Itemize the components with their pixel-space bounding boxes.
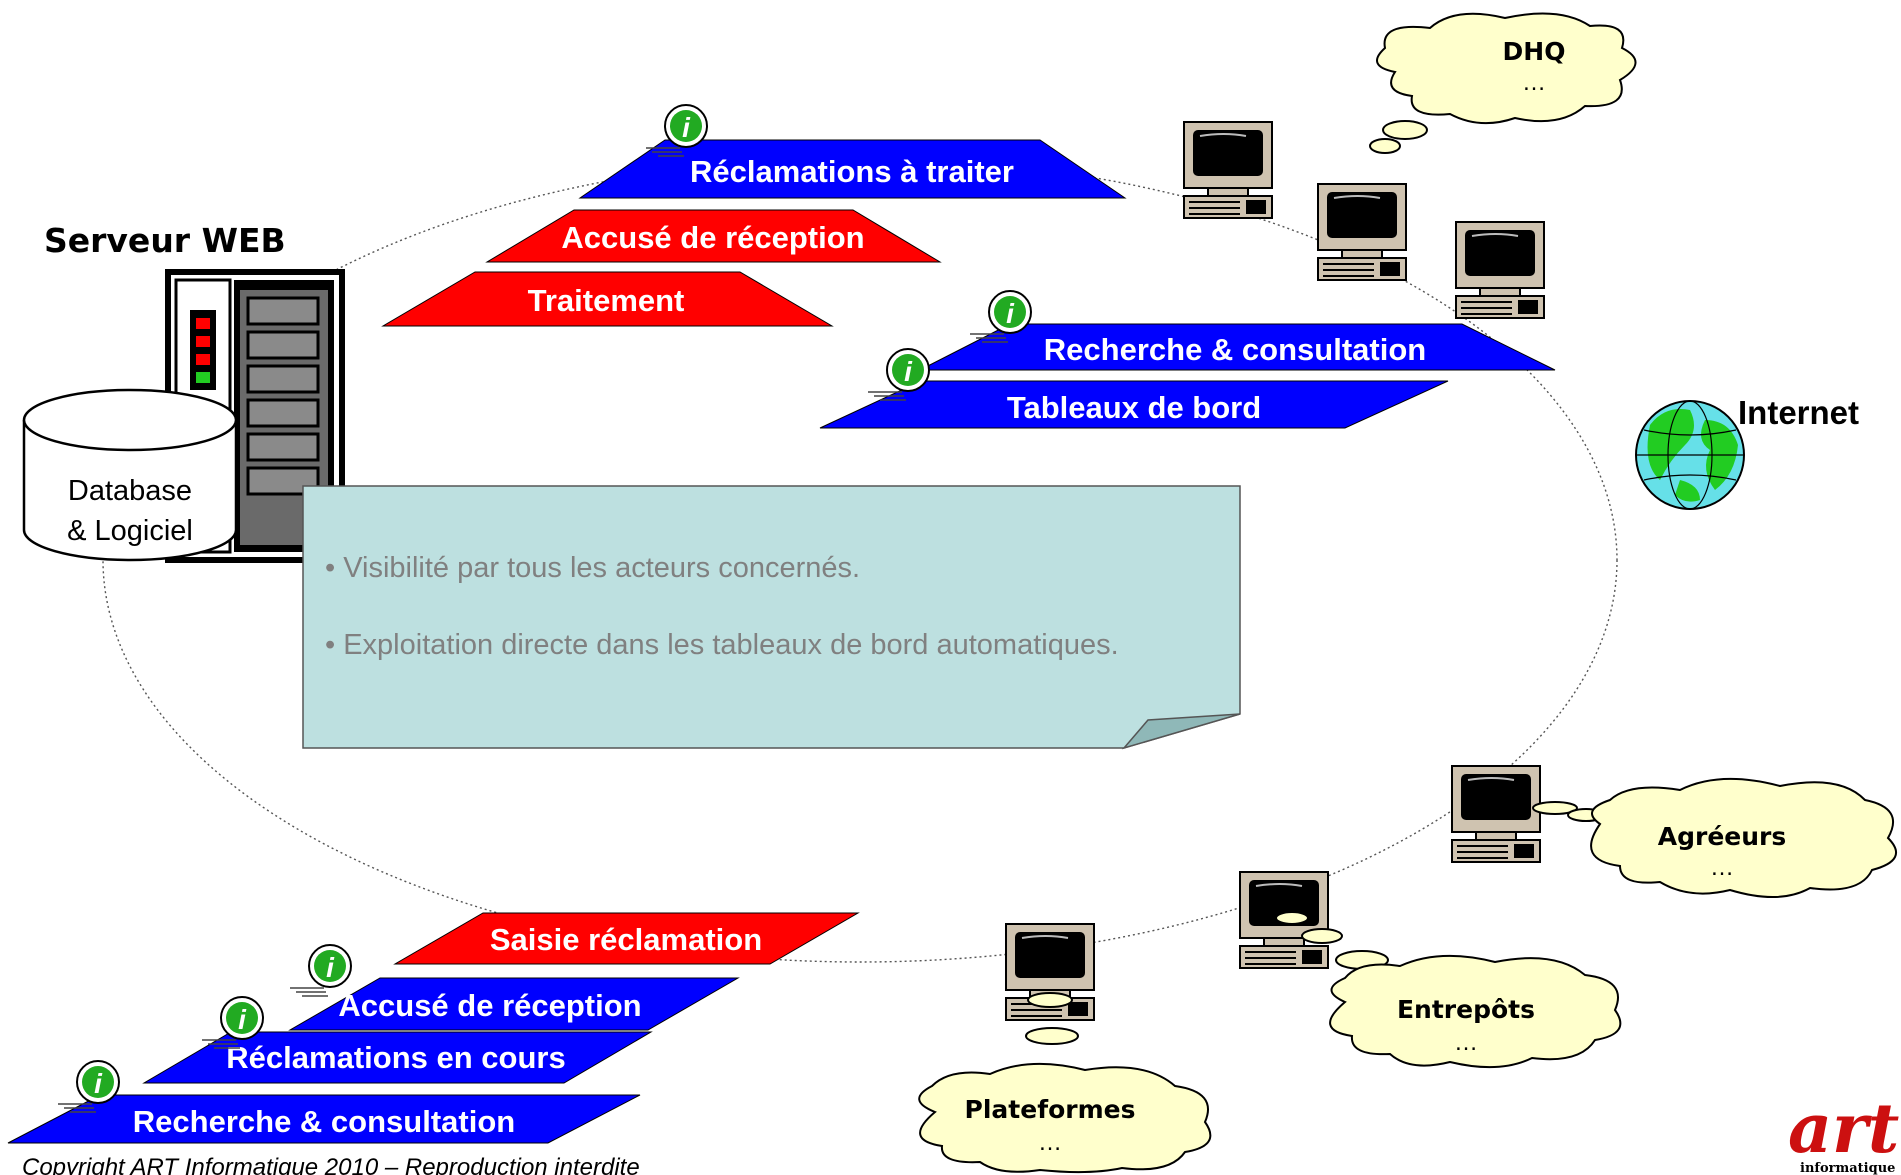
bar-label-traitement: Traitement [528,283,685,318]
note-line-2: • Exploitation directe dans les tableaux… [325,629,1119,661]
database-label-1: Database [68,475,192,507]
bar-label-reclamations-a-traiter: Réclamations à traiter [690,154,1014,189]
bar-reclamations-en-cours[interactable] [142,1031,653,1084]
cloud-agreeurs-title: Agréeurs [1658,822,1787,851]
internet-label: Internet [1738,394,1859,431]
bar-label-reclamations-en-cours: Réclamations en cours [226,1040,565,1075]
cloud-plateformes [918,1062,1212,1174]
cloud-entrepots-title: Entrepôts [1397,995,1535,1024]
database-label-2: & Logiciel [67,515,193,547]
note-line-1: • Visibilité par tous les acteurs concer… [325,552,860,584]
computer-icon [1317,183,1407,281]
cloud-dhq-sub: … [1522,69,1546,96]
bar-recherche-consultation-bottom[interactable] [7,1094,641,1144]
cloud-entrepots-sub: … [1454,1029,1478,1056]
bar-saisie-reclamation[interactable] [393,912,860,965]
cloud-dhq-title: DHQ [1503,37,1566,66]
art-informatique-logo: art informatique [1788,1089,1899,1175]
globe-icon [1635,400,1745,510]
bar-reclamations-a-traiter[interactable] [578,139,1127,199]
bar-label-recherche-consultation-bottom: Recherche & consultation [133,1104,515,1139]
bar-accuse-de-reception-bottom[interactable] [288,977,740,1031]
cloud-agreeurs-sub: … [1710,854,1734,881]
copyright-text: Copyright ART Informatique 2010 – Reprod… [22,1154,640,1175]
cloud-plateformes-sub: … [1038,1129,1062,1156]
note-box [302,485,1241,750]
server-icon [165,269,345,563]
logo-word: art [1788,1089,1899,1169]
computer-icon [1455,221,1545,319]
bar-label-tableaux-de-bord: Tableaux de bord [1007,390,1261,425]
bar-recherche-consultation-mid[interactable] [919,323,1556,371]
database-icon [22,388,238,562]
server-title: Serveur WEB [44,221,286,260]
computer-icon [1183,121,1273,219]
bar-label-recherche-consultation-mid: Recherche & consultation [1044,332,1426,367]
bar-traitement[interactable] [381,271,834,327]
cloud-agreeurs [1590,777,1898,898]
bar-label-saisie-reclamation: Saisie réclamation [490,922,762,957]
bar-label-accuse-de-reception-top: Accusé de réception [561,220,864,255]
logo-sub: informatique [1800,1161,1895,1175]
network-ring [102,157,1618,963]
cloud-plateformes-title: Plateformes [965,1095,1136,1124]
computer-icon [1451,765,1541,863]
bar-label-accuse-de-reception-bottom: Accusé de réception [338,988,641,1023]
cloud-dhq [1376,12,1637,125]
bar-accuse-de-reception-top[interactable] [485,209,942,263]
cloud-entrepots [1329,954,1622,1069]
